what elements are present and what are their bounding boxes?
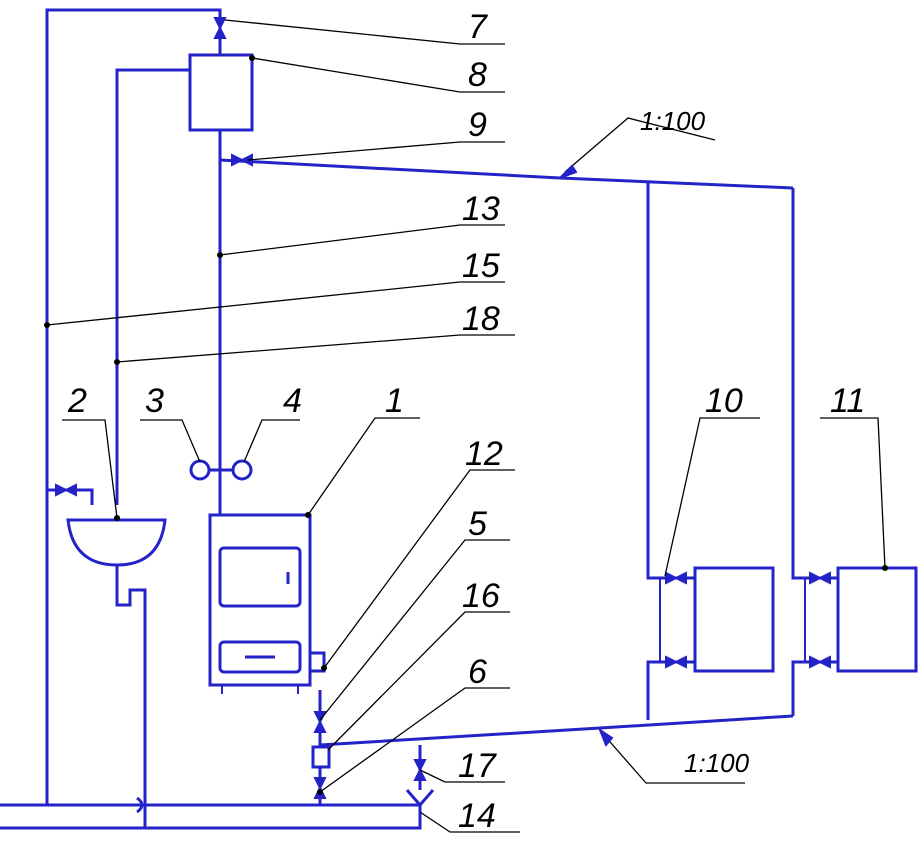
label-6: 6 (468, 653, 487, 691)
valve-10-top-icon (665, 571, 687, 585)
dot-12 (321, 665, 327, 671)
valve-11-bottom-icon (809, 655, 831, 669)
leader-10 (664, 417, 760, 577)
slope-top-arrow-icon (559, 164, 578, 179)
leader-6 (319, 687, 510, 793)
radiator-10-riser-return (646, 660, 695, 720)
radiator-10-riser-supply (646, 183, 695, 580)
label-1: 1 (385, 382, 404, 420)
bottom-main-tee (136, 796, 144, 814)
dot-1 (305, 512, 311, 518)
leader-9 (247, 141, 505, 161)
dot-13 (217, 252, 223, 258)
label-11: 11 (830, 382, 865, 420)
radiator-11 (836, 566, 918, 673)
radiator-11-riser-return (791, 660, 838, 716)
label-12: 12 (465, 435, 503, 473)
riser-18 (115, 68, 190, 505)
leader-12 (323, 469, 515, 669)
leader-17 (419, 769, 505, 783)
leader-8 (251, 57, 505, 93)
leader-slope-top (564, 117, 716, 173)
label-14: 14 (458, 797, 496, 835)
expansion-tank (188, 53, 254, 132)
number-labels: 7 8 9 13 15 18 2 3 4 1 12 5 16 6 17 14 1… (67, 8, 865, 835)
leader-5 (319, 539, 510, 721)
leader-14 (419, 811, 520, 833)
valve-11-top-icon (809, 571, 831, 585)
leader-7 (224, 19, 505, 45)
slope-label-top: 1:100 (640, 106, 706, 136)
valve-7-icon (213, 17, 227, 39)
boiler-base (210, 684, 310, 694)
filter (311, 745, 331, 769)
dot-11 (882, 565, 888, 571)
washbasin (66, 518, 167, 567)
leader-1 (307, 417, 420, 516)
label-13: 13 (462, 190, 500, 228)
thermometer-gauge (189, 459, 211, 481)
radiator-10 (693, 566, 775, 673)
boiler-body (208, 513, 312, 687)
boiler-door-bottom (218, 640, 302, 674)
leader-2 (62, 419, 118, 519)
basin-drain (115, 565, 147, 828)
label-16: 16 (462, 577, 500, 615)
leader-18 (116, 334, 515, 363)
dot-15 (44, 322, 50, 328)
supply-main (219, 158, 794, 190)
label-8: 8 (468, 56, 487, 94)
leader-11 (820, 417, 886, 569)
leader-slope-bottom (603, 734, 745, 784)
label-5: 5 (468, 505, 487, 543)
label-7: 7 (468, 8, 488, 46)
dot-6 (317, 789, 323, 795)
equipment (66, 53, 918, 814)
leader-3 (140, 419, 201, 463)
boiler-door-top (218, 546, 302, 608)
dot-8 (249, 55, 255, 61)
slope-label-bottom: 1:100 (684, 748, 750, 778)
leader-dots (44, 55, 888, 795)
boiler-sensor (308, 651, 326, 673)
label-9: 9 (468, 106, 487, 144)
label-10: 10 (705, 382, 743, 420)
label-3: 3 (145, 382, 164, 420)
bottom-drain-pipe (0, 805, 422, 830)
return-main (319, 714, 794, 747)
funnel (405, 789, 435, 808)
leaders (46, 19, 886, 833)
dot-18 (114, 359, 120, 365)
leader-15 (46, 281, 505, 326)
dot-2 (114, 515, 120, 521)
label-18: 18 (462, 300, 500, 338)
label-17: 17 (458, 747, 497, 785)
slope-bottom-arrow-icon (597, 727, 614, 747)
pressure-gauge (231, 459, 253, 481)
label-2: 2 (67, 382, 87, 420)
label-4: 4 (283, 382, 302, 420)
valve-basin-icon (55, 483, 77, 497)
valve-10-bottom-icon (665, 655, 687, 669)
label-15: 15 (462, 247, 500, 285)
leader-16 (327, 611, 510, 751)
leader-4 (243, 419, 300, 463)
leader-13 (219, 224, 505, 256)
